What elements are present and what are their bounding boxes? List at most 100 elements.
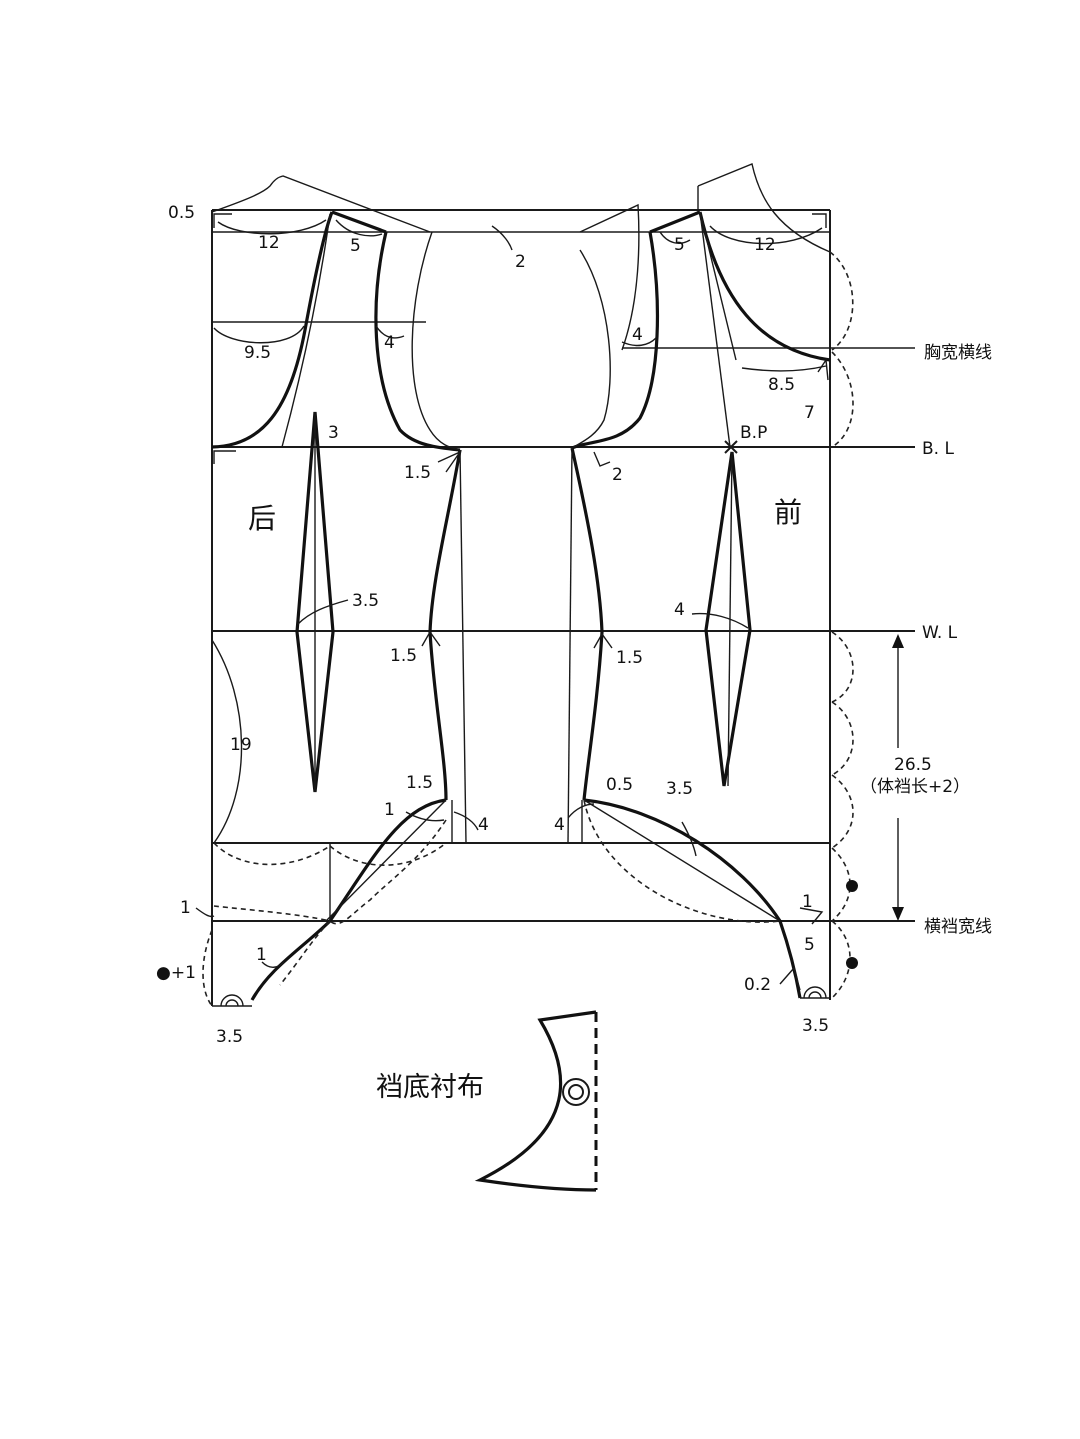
bust-line-label: B. L: [922, 439, 954, 459]
m-back-shoulder: 5: [350, 236, 361, 256]
tick-front-arm: [621, 337, 657, 347]
m-front-shoulder: 5: [674, 235, 685, 255]
front-crotch-dashed: [583, 799, 781, 923]
back-shoulder-seam: [331, 210, 387, 234]
dimension-arrow-up: [892, 634, 904, 648]
front-crotch-curve: [583, 798, 802, 999]
labels: 后 前 胸宽横线 B. L W. L 横裆宽线 B.P 26.5 （体裆长+2）…: [156, 203, 992, 1103]
tick-back-leg-up: [195, 907, 215, 918]
crotch-width-line-label: 横裆宽线: [924, 917, 992, 937]
front-scallop-3: [831, 631, 854, 703]
tick-front-neck: [709, 225, 823, 245]
m-front-crotch-curve: 3.5: [666, 779, 693, 799]
gusset-caption: 裆底衬布: [376, 1072, 484, 1103]
front-scallop-6: [831, 847, 851, 922]
tick-front-shoulder: [659, 231, 691, 244]
front-snap-outer: [803, 986, 827, 999]
front-shoulder-seam: [649, 210, 701, 234]
front-bp-guide: [699, 211, 731, 448]
front-armhole-guide: [571, 249, 611, 449]
front-panel-label: 前: [774, 496, 802, 529]
m-back-side-bust: 1.5: [404, 463, 431, 483]
front-scallop-2: [831, 351, 854, 448]
tick-back-dart: [297, 599, 349, 625]
m-back-top-rise: 0.5: [168, 203, 195, 223]
back-scallop-2: [329, 842, 447, 866]
vertical-measure-formula: （体裆长+2）: [860, 777, 970, 797]
tick-front-side-bust: [593, 451, 611, 467]
back-side-curve: [374, 231, 461, 452]
back-leg-dashed: [213, 905, 331, 922]
front-scallop-5: [831, 774, 854, 849]
m-back-hip-depth: 19: [230, 735, 252, 755]
back-crotch-scallop: [329, 819, 447, 925]
tick-armhole-gap: [491, 225, 513, 251]
front-snap-inner: [808, 991, 822, 999]
m-back-extra: ●+1: [156, 963, 196, 983]
back-leg-dashed-2: [279, 920, 331, 986]
m-front-arm-depth: 4: [632, 325, 643, 345]
tick-back-crotch-b: [453, 811, 479, 831]
m-back-arm-depth: 4: [384, 333, 395, 353]
back-snap-inner: [225, 999, 239, 1007]
m-back-crotch-out: 4: [478, 815, 489, 835]
m-armhole-gap: 2: [515, 252, 526, 272]
corner-mark-top: [213, 213, 232, 228]
m-front-neck-depth: 8.5: [768, 375, 795, 395]
m-back-side-waist: 1.5: [390, 646, 417, 666]
back-neck-raise: [211, 175, 431, 233]
back-snap-outer: [220, 994, 244, 1007]
back-armhole-guide: [281, 213, 331, 448]
back-side-straight: [459, 449, 467, 844]
m-front-leg-width: 3.5: [802, 1016, 829, 1036]
chest-width-line-label: 胸宽横线: [924, 343, 992, 363]
tick-back-side-bust: [437, 450, 463, 473]
tick-back-leg-curve: [261, 961, 285, 968]
m-back-leg-curve: 1: [256, 945, 267, 965]
front-neck-guide: [699, 211, 737, 361]
back-side-guide: [411, 231, 461, 451]
front-neck-raise: [697, 163, 831, 253]
gusset-outline: [474, 1010, 597, 1192]
back-piece: [202, 175, 467, 1007]
tick-front-neck-depth: [741, 365, 827, 372]
front-side-seam: [570, 447, 604, 801]
gusset-lining-piece: [474, 1010, 598, 1192]
m-back-leg-width: 3.5: [216, 1027, 243, 1047]
dimension-arrow-down: [892, 907, 904, 921]
front-dot-1: [846, 880, 858, 892]
tick-back-neck: [217, 219, 327, 235]
frame-lines: [211, 209, 915, 1006]
back-panel-label: 后: [248, 502, 276, 535]
corner-mark-front: [812, 213, 827, 228]
back-armhole-curve: [211, 211, 334, 449]
m-front-side-waist: 1.5: [616, 648, 643, 668]
front-scallop-4: [831, 701, 854, 776]
corner-mark-bust: [213, 450, 236, 464]
m-front-neck-width: 12: [754, 235, 776, 255]
vertical-measure-value: 26.5: [894, 755, 932, 775]
tick-front-leg-up: [799, 907, 824, 925]
front-armhole-curve: [571, 231, 659, 450]
back-side-seam: [428, 449, 462, 801]
front-side-straight: [567, 447, 573, 844]
front-crotch-guide: [583, 799, 781, 922]
m-front-crotch-pt: 0.5: [606, 775, 633, 795]
tick-back-side-waist: [421, 630, 441, 647]
tick-front-crotch-b: [681, 821, 697, 857]
tick-front-dart: [691, 612, 749, 629]
back-hip-curve: [211, 639, 243, 844]
back-extend-dashed: [202, 929, 213, 1007]
tick-back-shoulder: [335, 219, 383, 237]
front-scallop-1: [829, 251, 854, 351]
front-neck-curve: [698, 211, 831, 362]
bust-point-label: B.P: [740, 423, 767, 443]
waist-line-label: W. L: [922, 623, 958, 643]
m-front-side-bust: 2: [612, 465, 623, 485]
front-dot-2: [846, 957, 858, 969]
m-front-leg-small: 0.2: [744, 975, 771, 995]
m-front-bust-drop: 7: [804, 403, 815, 423]
m-front-leg-up: 1: [802, 892, 813, 912]
tick-back-crotch-a: [405, 811, 445, 822]
front-piece: [567, 163, 904, 999]
